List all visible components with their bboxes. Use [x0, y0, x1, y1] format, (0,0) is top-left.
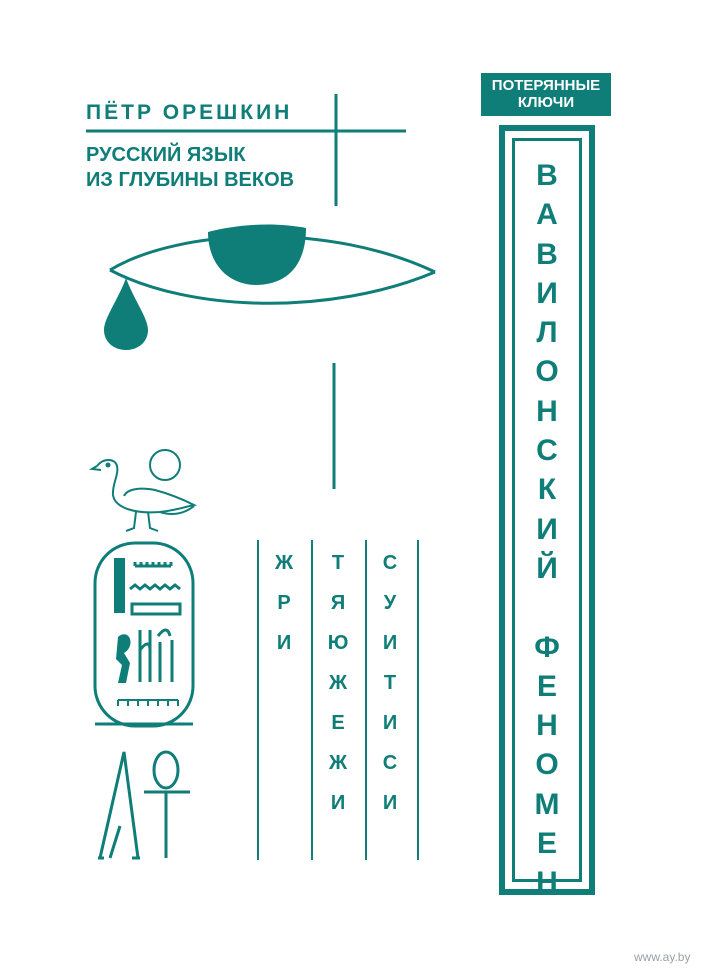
column-letter: Я [330, 592, 346, 614]
column-letter: Т [331, 552, 345, 574]
title-letter: И [536, 276, 558, 310]
watermark: www.ay.by [634, 950, 691, 964]
column-letter: Т [383, 672, 397, 694]
column-letter: Ж [328, 672, 348, 694]
title-frame-outer [499, 125, 595, 895]
column-letter: И [276, 632, 292, 654]
subtitle-line-2: ИЗ ГЛУБИНЫ ВЕКОВ [86, 169, 295, 191]
sun-icon [149, 449, 181, 481]
author-name: ПЁТР ОРЕШКИН [86, 101, 293, 124]
column-letter: И [330, 792, 346, 814]
title-frame-inner [512, 138, 582, 882]
goose-icon [88, 459, 198, 532]
column-letter: Ж [274, 552, 294, 574]
title-letter: В [536, 159, 558, 192]
title-letter: И [536, 512, 558, 546]
column-letter: С [382, 552, 398, 574]
title-letter: Й [536, 551, 558, 585]
eye-icon [109, 224, 436, 305]
subtitle-line-1: РУССКИЙ ЯЗЫК [86, 144, 246, 166]
title-letter: В [536, 237, 558, 271]
cross-lines [86, 94, 406, 489]
title-letter: Ф [534, 630, 560, 664]
vertical-title: В А В И Л О Н С К И Й Ф Е Н О М Е Н [515, 156, 579, 903]
column-separators [257, 540, 419, 860]
title-letter: Л [536, 316, 558, 350]
title-letter: М [534, 787, 560, 821]
letter-column-2: Т Я Ю Ж Е Ж И [318, 543, 358, 823]
column-letter: Е [331, 712, 345, 734]
letter-column-3: С У И Т И С И [370, 543, 410, 823]
column-letter: И [382, 712, 398, 734]
title-letter: Е [536, 669, 557, 703]
ankh-icon [144, 750, 190, 858]
cartouche-icon [93, 541, 195, 728]
title-letter: О [535, 355, 559, 389]
column-letter: И [382, 792, 398, 814]
title-letter: А [536, 198, 558, 232]
column-letter: У [383, 592, 397, 614]
tear-icon [104, 278, 148, 350]
pyramid-legs-icon [98, 751, 140, 860]
column-letter: Ж [328, 752, 348, 774]
title-letter: Н [536, 394, 558, 428]
letter-column-1: Ж Р И [264, 543, 304, 663]
series-line-1: ПОТЕРЯННЫЕ [491, 77, 601, 94]
column-letter: И [382, 632, 398, 654]
column-letter: С [382, 752, 398, 774]
title-letter: К [537, 473, 557, 507]
series-line-2: КЛЮЧИ [517, 94, 575, 111]
title-letter: О [535, 748, 559, 782]
book-subtitle: РУССКИЙ ЯЗЫК ИЗ ГЛУБИНЫ ВЕКОВ [86, 143, 294, 193]
title-letter: Н [536, 866, 558, 900]
title-letter: С [536, 434, 558, 468]
column-letter: Р [277, 592, 291, 614]
column-letter: Ю [327, 632, 349, 654]
title-letter: Е [536, 827, 557, 861]
title-letter: Н [536, 709, 558, 743]
series-badge: ПОТЕРЯННЫЕ КЛЮЧИ [481, 73, 611, 116]
